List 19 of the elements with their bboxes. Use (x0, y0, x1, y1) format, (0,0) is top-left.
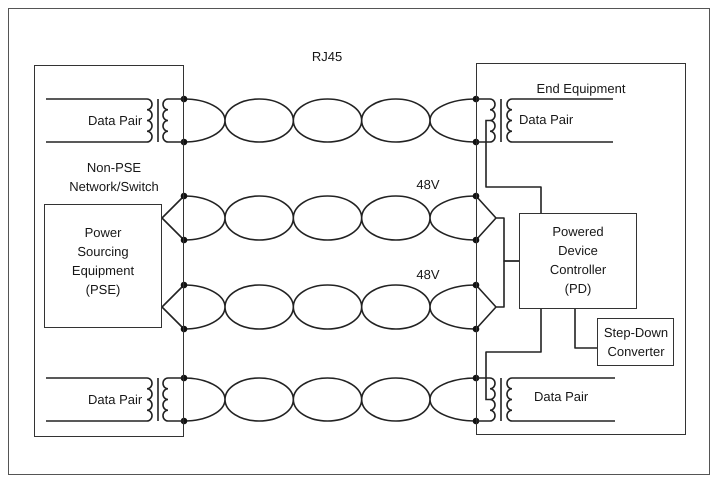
wire (485, 309, 542, 376)
pd-controller-block (519, 213, 637, 309)
wire (485, 144, 542, 213)
switch-enclosure (34, 65, 184, 437)
enclosure-title: End Equipment (536, 80, 626, 98)
block-label: Power Sourcing Equipment (PSE) (72, 224, 134, 299)
twisted-pair-cable (161, 260, 520, 330)
wire (574, 309, 597, 349)
port-label: Data Pair (88, 391, 142, 409)
block-label: Step-Down Converter (602, 324, 670, 361)
converter-block (597, 318, 674, 366)
port-label: Data Pair (534, 388, 588, 406)
end-equipment-enclosure (476, 63, 686, 435)
enclosure-title: Non-PSE Network/Switch (68, 159, 160, 196)
port-label: Data Pair (519, 111, 574, 129)
pse-block (44, 204, 162, 328)
port-label: Data Pair (88, 112, 142, 130)
connector-label: RJ45 (312, 49, 342, 65)
block-label: Powered Device Controller (PD) (550, 223, 606, 298)
